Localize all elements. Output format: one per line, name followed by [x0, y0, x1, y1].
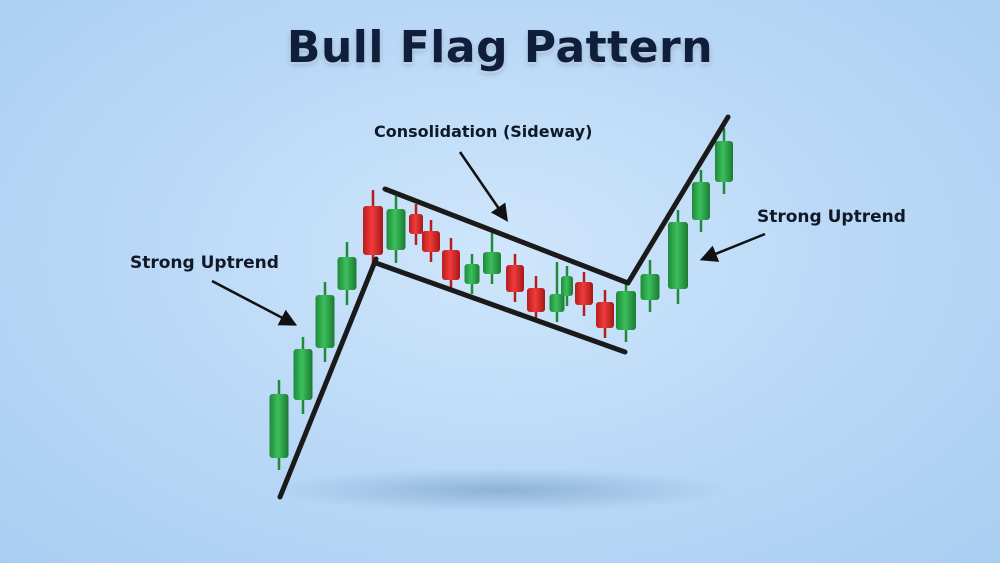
bearish-candle: [363, 190, 383, 268]
candle-body: [337, 257, 357, 290]
bullish-candle: [640, 260, 660, 312]
bearish-candle: [422, 220, 440, 262]
candle-body: [640, 274, 660, 300]
candle-body: [442, 250, 460, 280]
bullish-candle: [337, 242, 357, 305]
bullish-candle: [692, 170, 710, 232]
bullish-candle: [549, 262, 565, 322]
candle-body: [561, 276, 573, 296]
arrow-left-icon: [211, 279, 298, 326]
candlesticks: [269, 128, 733, 470]
candle-body: [549, 294, 565, 312]
arrow-right-icon: [699, 232, 766, 262]
bearish-candle: [442, 238, 460, 290]
candle-body: [668, 222, 688, 289]
candle-body: [527, 288, 545, 312]
bullish-candle: [715, 128, 733, 194]
label-left-uptrend: Strong Uptrend: [130, 253, 279, 273]
bullish-candle: [616, 280, 636, 342]
candle-body: [293, 349, 313, 400]
label-right-uptrend: Strong Uptrend: [757, 207, 906, 227]
flag-lower-line: [373, 260, 628, 355]
bullish-candle: [386, 196, 406, 263]
bearish-candle: [506, 254, 524, 302]
annotation-arrows: [211, 151, 766, 326]
candle-body: [269, 394, 289, 458]
candle-body: [386, 209, 406, 250]
candle-body: [315, 295, 335, 348]
bearish-candle: [409, 204, 423, 245]
arrow-top-icon: [458, 151, 508, 222]
label-consolidation: Consolidation (Sideway): [374, 122, 593, 141]
bullish-candle: [315, 282, 335, 362]
bearish-candle: [527, 276, 545, 320]
candle-body: [575, 282, 593, 305]
candle-body: [464, 264, 480, 284]
bullish-candle: [561, 266, 573, 306]
flagpole-line: [277, 256, 379, 500]
candle-body: [483, 252, 501, 274]
flag-upper-line: [382, 186, 631, 286]
candle-body: [422, 231, 440, 252]
pattern-lines: [277, 114, 731, 500]
bearish-candle: [596, 290, 614, 338]
breakout-line: [625, 114, 731, 286]
bullish-candle: [483, 232, 501, 284]
bullish-candle: [668, 210, 688, 304]
candle-body: [616, 291, 636, 330]
candle-body: [409, 214, 423, 234]
bullish-candle: [464, 254, 480, 294]
candle-body: [506, 265, 524, 292]
candle-body: [715, 141, 733, 182]
candle-body: [692, 182, 710, 220]
page-title: Bull Flag Pattern: [286, 22, 714, 73]
bullish-candle: [293, 337, 313, 414]
floor-shadow: [270, 468, 730, 512]
candle-body: [363, 206, 383, 255]
candle-body: [596, 302, 614, 328]
bearish-candle: [575, 272, 593, 316]
bullish-candle: [269, 380, 289, 470]
